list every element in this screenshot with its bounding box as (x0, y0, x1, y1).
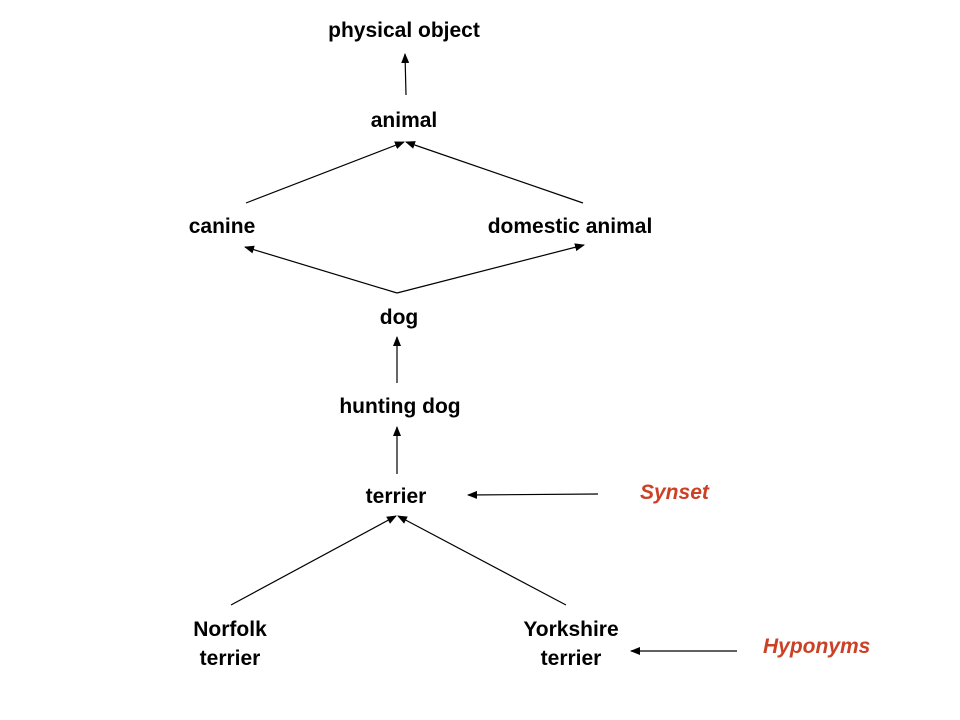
edge-animal-to-physical-object (401, 53, 410, 96)
node-hunting-dog: hunting dog (339, 395, 461, 418)
edge-dog-to-domestic-animal (396, 243, 585, 294)
node-domestic-animal: domestic animal (487, 215, 653, 238)
node-terrier: terrier (365, 485, 427, 508)
edge-yorkshire-to-terrier (397, 515, 567, 606)
hyponyms-annotation: Hyponyms (763, 635, 871, 658)
norfolk-terrier-line2: terrier (199, 647, 261, 670)
node-physical-object: physical object (328, 19, 480, 42)
node-canine: canine (188, 215, 256, 238)
edge-domestic-animal-to-animal (405, 141, 584, 204)
yorkshire-terrier-line1: Yorkshire (523, 618, 619, 641)
node-animal: animal (370, 109, 438, 132)
edge-canine-to-animal (245, 141, 405, 204)
synset-pointer-arrow (467, 490, 599, 499)
node-norfolk-terrier: Norfolk terrier (193, 615, 267, 673)
synset-annotation: Synset (640, 481, 709, 504)
node-yorkshire-terrier: Yorkshire terrier (523, 615, 618, 673)
node-dog: dog (379, 306, 419, 329)
edge-norfolk-to-terrier (230, 515, 397, 606)
edge-dog-to-canine (244, 245, 398, 294)
yorkshire-terrier-line2: terrier (540, 647, 602, 670)
norfolk-terrier-line1: Norfolk (193, 618, 267, 641)
